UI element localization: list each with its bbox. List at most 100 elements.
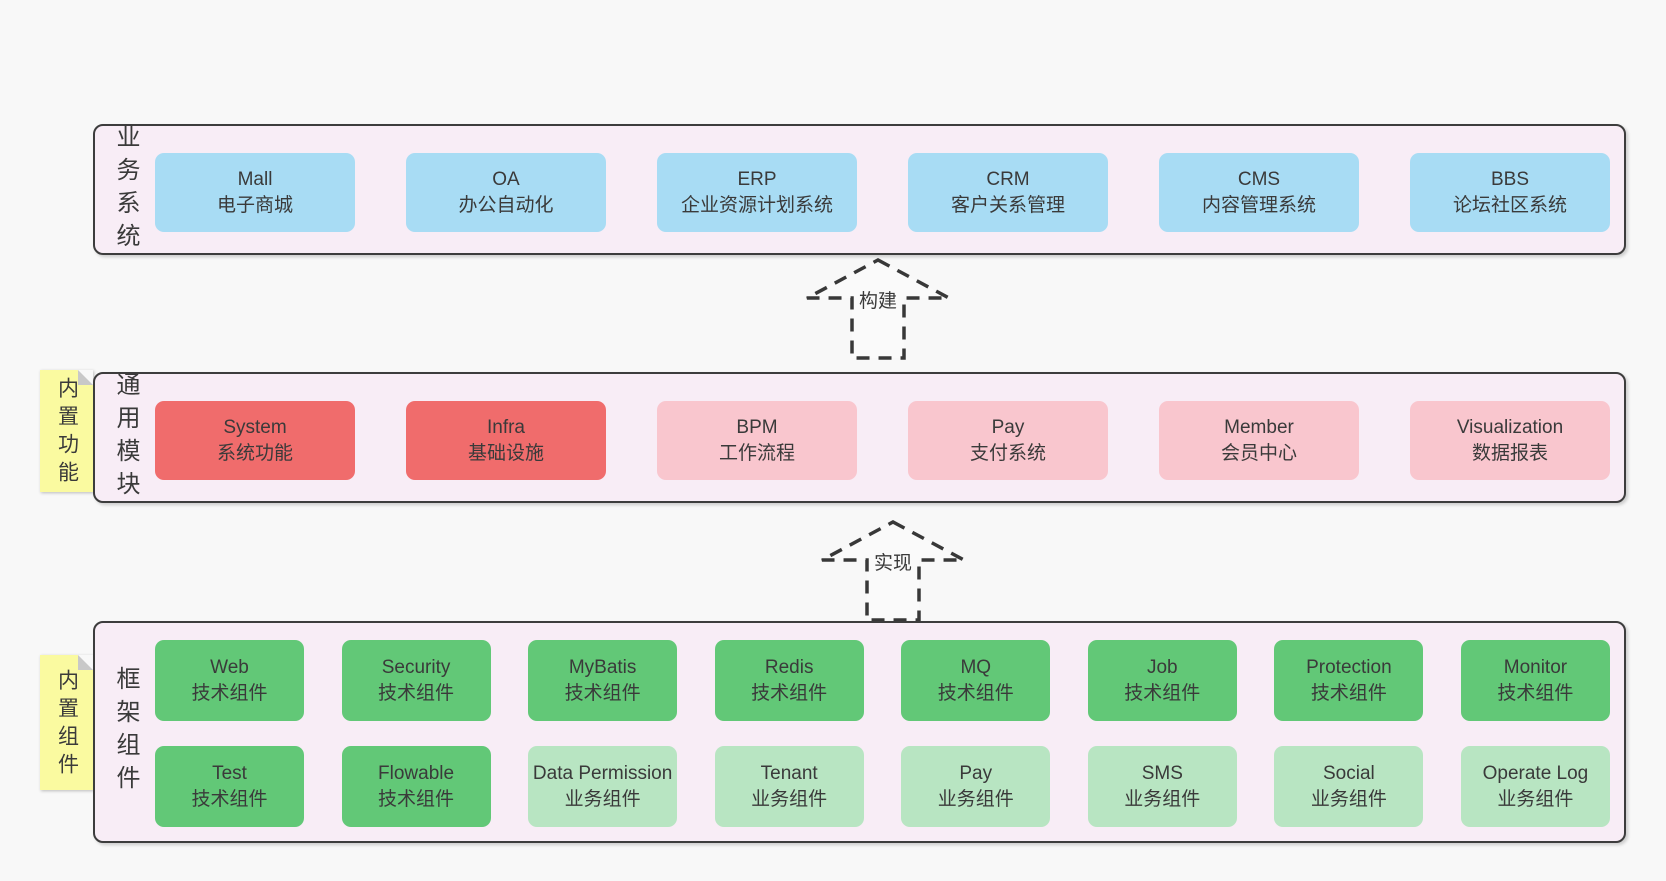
box-visualization: Visualization 数据报表	[1410, 401, 1610, 480]
box-subtitle: 技术组件	[378, 682, 455, 704]
box-title: Data Permission	[532, 762, 673, 784]
sticky-note-built-in-features: 内置功能	[40, 370, 93, 492]
box-subtitle: 支付系统	[969, 442, 1046, 464]
framework-components-row1: Web 技术组件 Security 技术组件 MyBatis 技术组件 Redi…	[155, 640, 1610, 721]
box-erp: ERP 企业资源计划系统	[657, 153, 857, 232]
folded-corner-icon	[78, 370, 93, 385]
box-subtitle: 业务组件	[564, 788, 641, 810]
box-web: Web 技术组件	[155, 640, 304, 721]
box-title: CRM	[986, 168, 1030, 190]
box-title: Pay	[959, 762, 993, 784]
box-subtitle: 基础设施	[467, 442, 544, 464]
band-label-common-modules: 通用模块	[112, 371, 139, 504]
sticky-label: 内置功能	[55, 377, 79, 490]
box-system: System 系统功能	[155, 401, 355, 480]
box-subtitle: 数据报表	[1471, 442, 1548, 464]
box-title: MQ	[960, 656, 992, 678]
box-subtitle: 技术组件	[564, 682, 641, 704]
box-subtitle: 技术组件	[1124, 682, 1201, 704]
box-title: Infra	[486, 416, 526, 438]
arrow-build-label: 构建	[855, 286, 901, 313]
box-pay-component: Pay 业务组件	[901, 746, 1051, 827]
box-subtitle: 企业资源计划系统	[680, 194, 833, 216]
box-social: Social 业务组件	[1274, 746, 1424, 827]
box-title: Tenant	[760, 762, 818, 784]
box-subtitle: 技术组件	[191, 682, 268, 704]
box-subtitle: 业务组件	[937, 788, 1014, 810]
box-title: Web	[210, 656, 249, 678]
box-subtitle: 工作流程	[718, 442, 795, 464]
box-title: Protection	[1306, 656, 1392, 678]
box-job: Job 技术组件	[1087, 640, 1237, 721]
box-subtitle: 技术组件	[937, 682, 1014, 704]
box-title: Mall	[237, 168, 273, 190]
arrow-implement-label: 实现	[870, 548, 916, 575]
box-oa: OA 办公自动化	[406, 153, 606, 232]
box-monitor: Monitor 技术组件	[1460, 640, 1610, 721]
box-bbs: BBS 论坛社区系统	[1410, 153, 1610, 232]
box-security: Security 技术组件	[341, 640, 491, 721]
box-title: Operate Log	[1482, 762, 1589, 784]
box-title: ERP	[737, 168, 777, 190]
box-subtitle: 内容管理系统	[1201, 194, 1316, 216]
band-label-business-systems: 业务系统	[112, 123, 139, 256]
box-title: OA	[492, 168, 520, 190]
box-title: Security	[381, 656, 451, 678]
box-title: CMS	[1237, 168, 1281, 190]
band-framework-components: 框架组件 Web 技术组件 Security 技术组件 MyBatis 技术组件…	[93, 621, 1626, 843]
box-title: Member	[1224, 416, 1294, 438]
box-subtitle: 技术组件	[378, 788, 455, 810]
box-mall: Mall 电子商城	[155, 153, 355, 232]
box-infra: Infra 基础设施	[406, 401, 606, 480]
box-mq: MQ 技术组件	[901, 640, 1051, 721]
box-mybatis: MyBatis 技术组件	[528, 640, 678, 721]
box-test: Test 技术组件	[155, 746, 304, 827]
box-subtitle: 业务组件	[751, 788, 828, 810]
box-subtitle: 技术组件	[751, 682, 828, 704]
band-common-modules: 通用模块 System 系统功能 Infra 基础设施 BPM 工作流程 Pay…	[93, 371, 1626, 504]
box-sms: SMS 业务组件	[1087, 746, 1237, 827]
sticky-note-built-in-components: 内置组件	[40, 655, 93, 790]
box-subtitle: 业务组件	[1310, 788, 1387, 810]
box-title: BBS	[1490, 168, 1530, 190]
box-data-permission: Data Permission 业务组件	[528, 746, 678, 827]
box-title: SMS	[1141, 762, 1183, 784]
box-subtitle: 电子商城	[216, 194, 293, 216]
box-title: Social	[1323, 762, 1375, 784]
common-modules-boxes: System 系统功能 Infra 基础设施 BPM 工作流程 Pay 支付系统…	[155, 401, 1610, 480]
arrow-build: 构建	[803, 256, 953, 362]
box-subtitle: 技术组件	[1497, 682, 1574, 704]
box-cms: CMS 内容管理系统	[1159, 153, 1359, 232]
folded-corner-icon	[78, 655, 93, 670]
box-title: Visualization	[1456, 416, 1564, 438]
box-subtitle: 客户关系管理	[950, 194, 1065, 216]
box-title: Monitor	[1503, 656, 1568, 678]
box-title: System	[223, 416, 287, 438]
box-bpm: BPM 工作流程	[657, 401, 857, 480]
business-systems-boxes: Mall 电子商城 OA 办公自动化 ERP 企业资源计划系统 CRM 客户关系…	[155, 153, 1610, 232]
box-protection: Protection 技术组件	[1274, 640, 1424, 721]
box-subtitle: 技术组件	[191, 788, 268, 810]
band-label-framework-components: 框架组件	[112, 666, 139, 798]
box-member: Member 会员中心	[1159, 401, 1359, 480]
box-subtitle: 系统功能	[216, 442, 293, 464]
band-business-systems: 业务系统 Mall 电子商城 OA 办公自动化 ERP 企业资源计划系统 CRM…	[93, 123, 1626, 256]
box-subtitle: 业务组件	[1497, 788, 1574, 810]
box-flowable: Flowable 技术组件	[341, 746, 491, 827]
box-subtitle: 办公自动化	[458, 194, 554, 216]
arrow-implement: 实现	[818, 518, 968, 624]
box-title: Test	[212, 762, 247, 784]
box-title: BPM	[736, 416, 778, 438]
box-subtitle: 会员中心	[1220, 442, 1297, 464]
box-operate-log: Operate Log 业务组件	[1460, 746, 1610, 827]
box-pay-module: Pay 支付系统	[908, 401, 1108, 480]
box-tenant: Tenant 业务组件	[714, 746, 864, 827]
box-title: Redis	[764, 656, 814, 678]
box-redis: Redis 技术组件	[714, 640, 864, 721]
box-subtitle: 技术组件	[1310, 682, 1387, 704]
box-title: Flowable	[378, 762, 455, 784]
framework-components-row2: Test 技术组件 Flowable 技术组件 Data Permission …	[155, 746, 1610, 827]
box-subtitle: 论坛社区系统	[1452, 194, 1567, 216]
box-title: MyBatis	[568, 656, 637, 678]
box-subtitle: 业务组件	[1124, 788, 1201, 810]
